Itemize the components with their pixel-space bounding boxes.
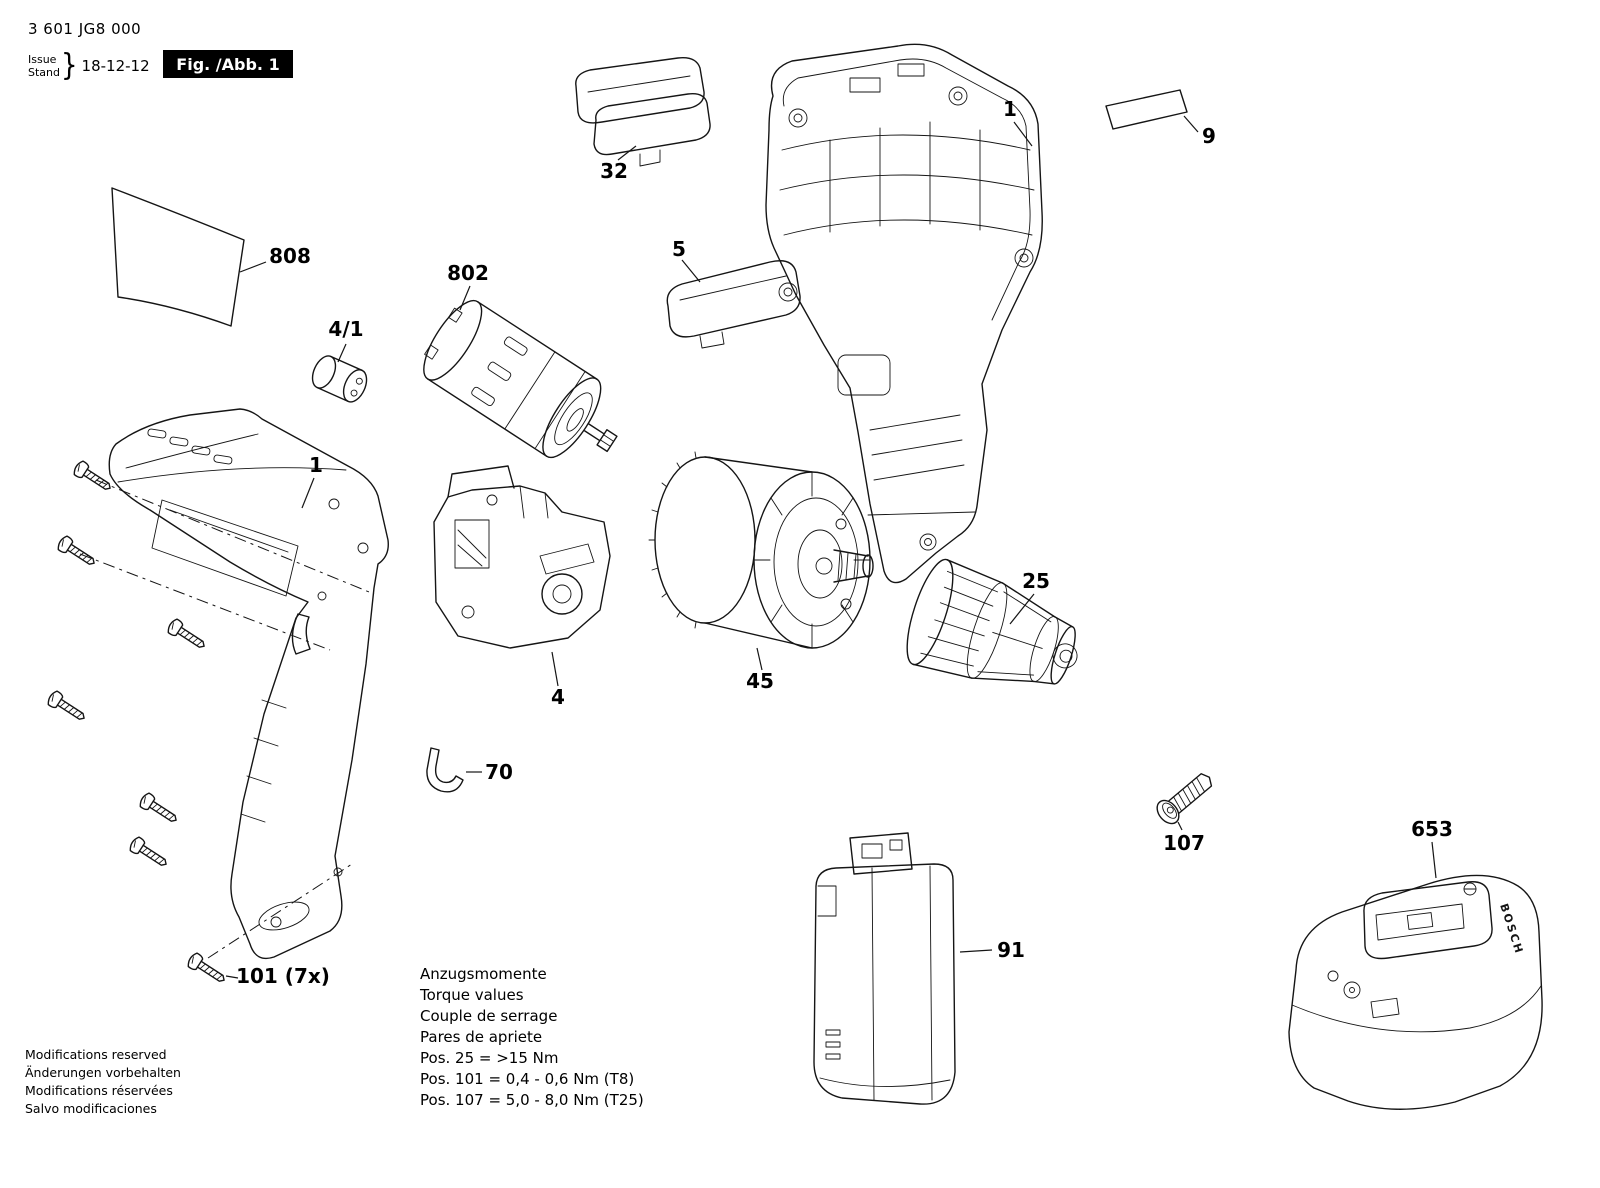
torque-notes: Anzugsmomente Torque values Couple de se…	[420, 964, 644, 1111]
part-label-101: 101 (7x)	[236, 964, 330, 988]
gearbox-4-drawing	[433, 465, 611, 649]
part-label-70: 70	[485, 760, 513, 784]
part-label-5: 5	[672, 237, 686, 261]
screw-107-drawing	[1156, 773, 1213, 825]
torque-line: Torque values	[420, 986, 524, 1004]
brace-glyph: }	[61, 48, 78, 84]
part-label-9: 9	[1202, 124, 1216, 148]
part-label-25: 25	[1022, 569, 1050, 593]
issue-stand-block: Issue Stand } 18-12-12	[28, 48, 150, 84]
part-label-1-right: 1	[1003, 97, 1017, 121]
clutch-45-drawing	[648, 451, 874, 649]
torque-line: Couple de serrage	[420, 1007, 558, 1025]
modifications-line: Änderungen vorbehalten	[25, 1065, 181, 1080]
modifications-line: Modifications réservées	[25, 1083, 173, 1098]
torque-value: Pos. 25 = >15 Nm	[420, 1049, 559, 1067]
pushbutton-5-drawing	[666, 260, 801, 349]
issue-date: 18-12-12	[81, 57, 150, 75]
torque-line: Pares de apriete	[420, 1028, 543, 1046]
part-label-45: 45	[746, 669, 774, 693]
torque-line: Anzugsmomente	[420, 965, 547, 983]
part-label-1-left: 1	[309, 453, 323, 477]
cap-4-1-drawing	[311, 355, 368, 403]
clip-70-drawing	[426, 747, 464, 793]
part-label-653: 653	[1411, 817, 1453, 841]
part-label-107: 107	[1163, 831, 1205, 855]
release-button-32-drawing	[575, 57, 711, 167]
figure-label-box: Fig. /Abb. 1	[163, 50, 293, 78]
figure-label: Fig. /Abb. 1	[176, 54, 280, 74]
part-label-4-1: 4/1	[328, 317, 363, 341]
torque-value: Pos. 107 = 5,0 - 8,0 Nm (T25)	[420, 1091, 644, 1109]
housing-half-right-drawing	[765, 43, 1043, 584]
label-sticker-808-drawing	[111, 187, 245, 327]
torque-value: Pos. 101 = 0,4 - 0,6 Nm (T8)	[420, 1070, 635, 1088]
part-label-32: 32	[600, 159, 628, 183]
part-label-4: 4	[551, 685, 565, 709]
chuck-25-drawing	[906, 558, 1078, 685]
part-label-808: 808	[269, 244, 311, 268]
motor-802-drawing	[423, 299, 618, 459]
modifications-line: Modifications reserved	[25, 1047, 167, 1062]
modifications-line: Salvo modificaciones	[25, 1101, 157, 1116]
charger-653-drawing: BOSCH	[1288, 874, 1543, 1110]
modifications-note: Modifications reserved Änderungen vorbeh…	[25, 1046, 181, 1118]
stand-label: Stand	[28, 66, 60, 79]
bosch-logo-text: BOSCH	[1497, 902, 1526, 956]
issue-label: Issue	[28, 53, 57, 66]
leader-lines	[225, 115, 1437, 979]
screws-101-drawing	[45, 458, 230, 988]
construction-line	[79, 553, 331, 651]
battery-91-drawing	[813, 832, 956, 1105]
part-label-802: 802	[447, 261, 489, 285]
drill-body-left-drawing	[108, 408, 389, 960]
document-number: 3 601 JG8 000	[28, 20, 142, 38]
construction-line	[95, 479, 375, 595]
construction-line	[207, 863, 353, 959]
label-sticker-9-drawing	[1105, 89, 1188, 130]
part-label-91: 91	[997, 938, 1025, 962]
